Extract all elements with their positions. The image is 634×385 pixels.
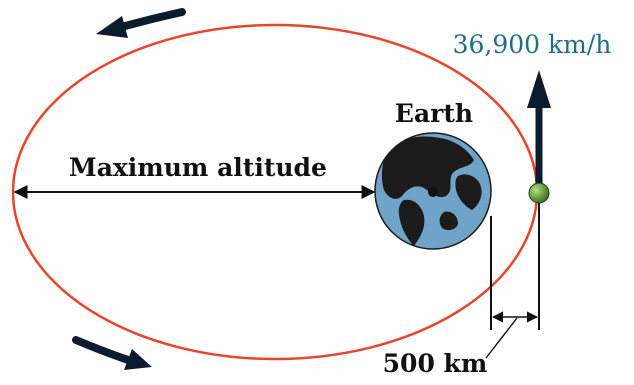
distance-leader	[485, 317, 518, 359]
globe-icon	[374, 132, 492, 250]
speed-label: 36,900 km/h	[453, 30, 612, 59]
curved-arrow-left-icon	[96, 8, 186, 38]
max-altitude-label: Maximum altitude	[69, 153, 327, 182]
earth-label: Earth	[395, 99, 473, 128]
curved-arrow-right-icon	[72, 336, 152, 370]
satellite-dot-icon	[528, 182, 550, 204]
distance-label: 500 km	[383, 349, 488, 378]
arrow-up-icon	[527, 70, 551, 188]
